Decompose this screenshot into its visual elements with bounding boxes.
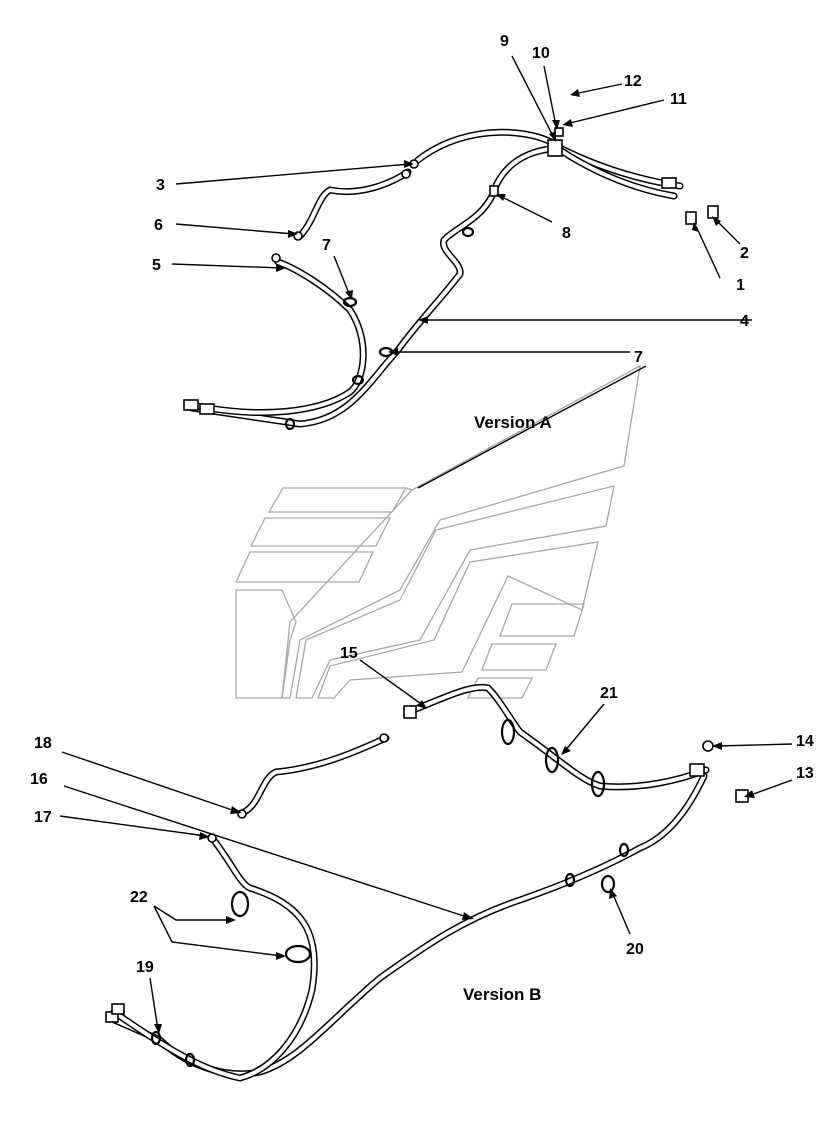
hose-17 [110, 834, 318, 1082]
fitting-15 [403, 705, 417, 719]
callout-labels: 1 2 3 4 5 6 7 7 8 9 10 11 12 13 14 15 16… [30, 33, 814, 976]
callout-5: 5 [152, 257, 161, 274]
callout-19: 19 [136, 959, 154, 976]
hose-16 [106, 772, 708, 1078]
fitting-14 [702, 740, 714, 752]
version-a-hoses [183, 127, 719, 431]
callout-7b: 7 [634, 349, 643, 366]
callout-17: 17 [34, 809, 52, 826]
clamp-21c [590, 770, 606, 798]
clamp-20 [600, 874, 616, 894]
fitting-5 [271, 253, 281, 263]
version-a-label: Version A [474, 413, 552, 432]
clamp-22b [284, 944, 312, 964]
fitting-1 [685, 211, 697, 225]
callout-2: 2 [740, 245, 749, 262]
fitting-8 [489, 185, 499, 197]
callout-9: 9 [500, 33, 509, 50]
bolt-10 [554, 127, 564, 137]
callout-21: 21 [600, 685, 618, 702]
logo-watermark [234, 364, 641, 699]
callout-7a: 7 [322, 237, 331, 254]
callout-6: 6 [154, 217, 163, 234]
callout-8: 8 [562, 225, 571, 242]
callout-3: 3 [156, 177, 165, 194]
callout-11: 11 [670, 91, 687, 108]
clamp-19 [150, 1030, 162, 1046]
callout-15: 15 [340, 645, 358, 662]
hose-5 [184, 258, 367, 417]
callout-4: 4 [740, 313, 749, 330]
callout-14: 14 [796, 733, 814, 750]
version-b-hoses [105, 683, 749, 1082]
callout-1: 1 [736, 277, 745, 294]
hose-15 [404, 683, 710, 791]
clamp-21b [544, 746, 560, 774]
callout-22: 22 [130, 889, 148, 906]
version-b-label: Version B [463, 985, 541, 1004]
callout-10: 10 [532, 45, 550, 62]
callout-12: 12 [624, 73, 642, 90]
fitting-2 [707, 205, 719, 219]
clamp-22a [230, 890, 250, 918]
callout-16: 16 [30, 771, 48, 788]
callout-20: 20 [626, 941, 644, 958]
callout-18: 18 [34, 735, 52, 752]
callout-13: 13 [796, 765, 814, 782]
clamp-21a [500, 718, 516, 746]
clamp-7a [342, 296, 358, 308]
leader-lines [59, 55, 793, 1034]
clamp-9 [547, 139, 563, 157]
